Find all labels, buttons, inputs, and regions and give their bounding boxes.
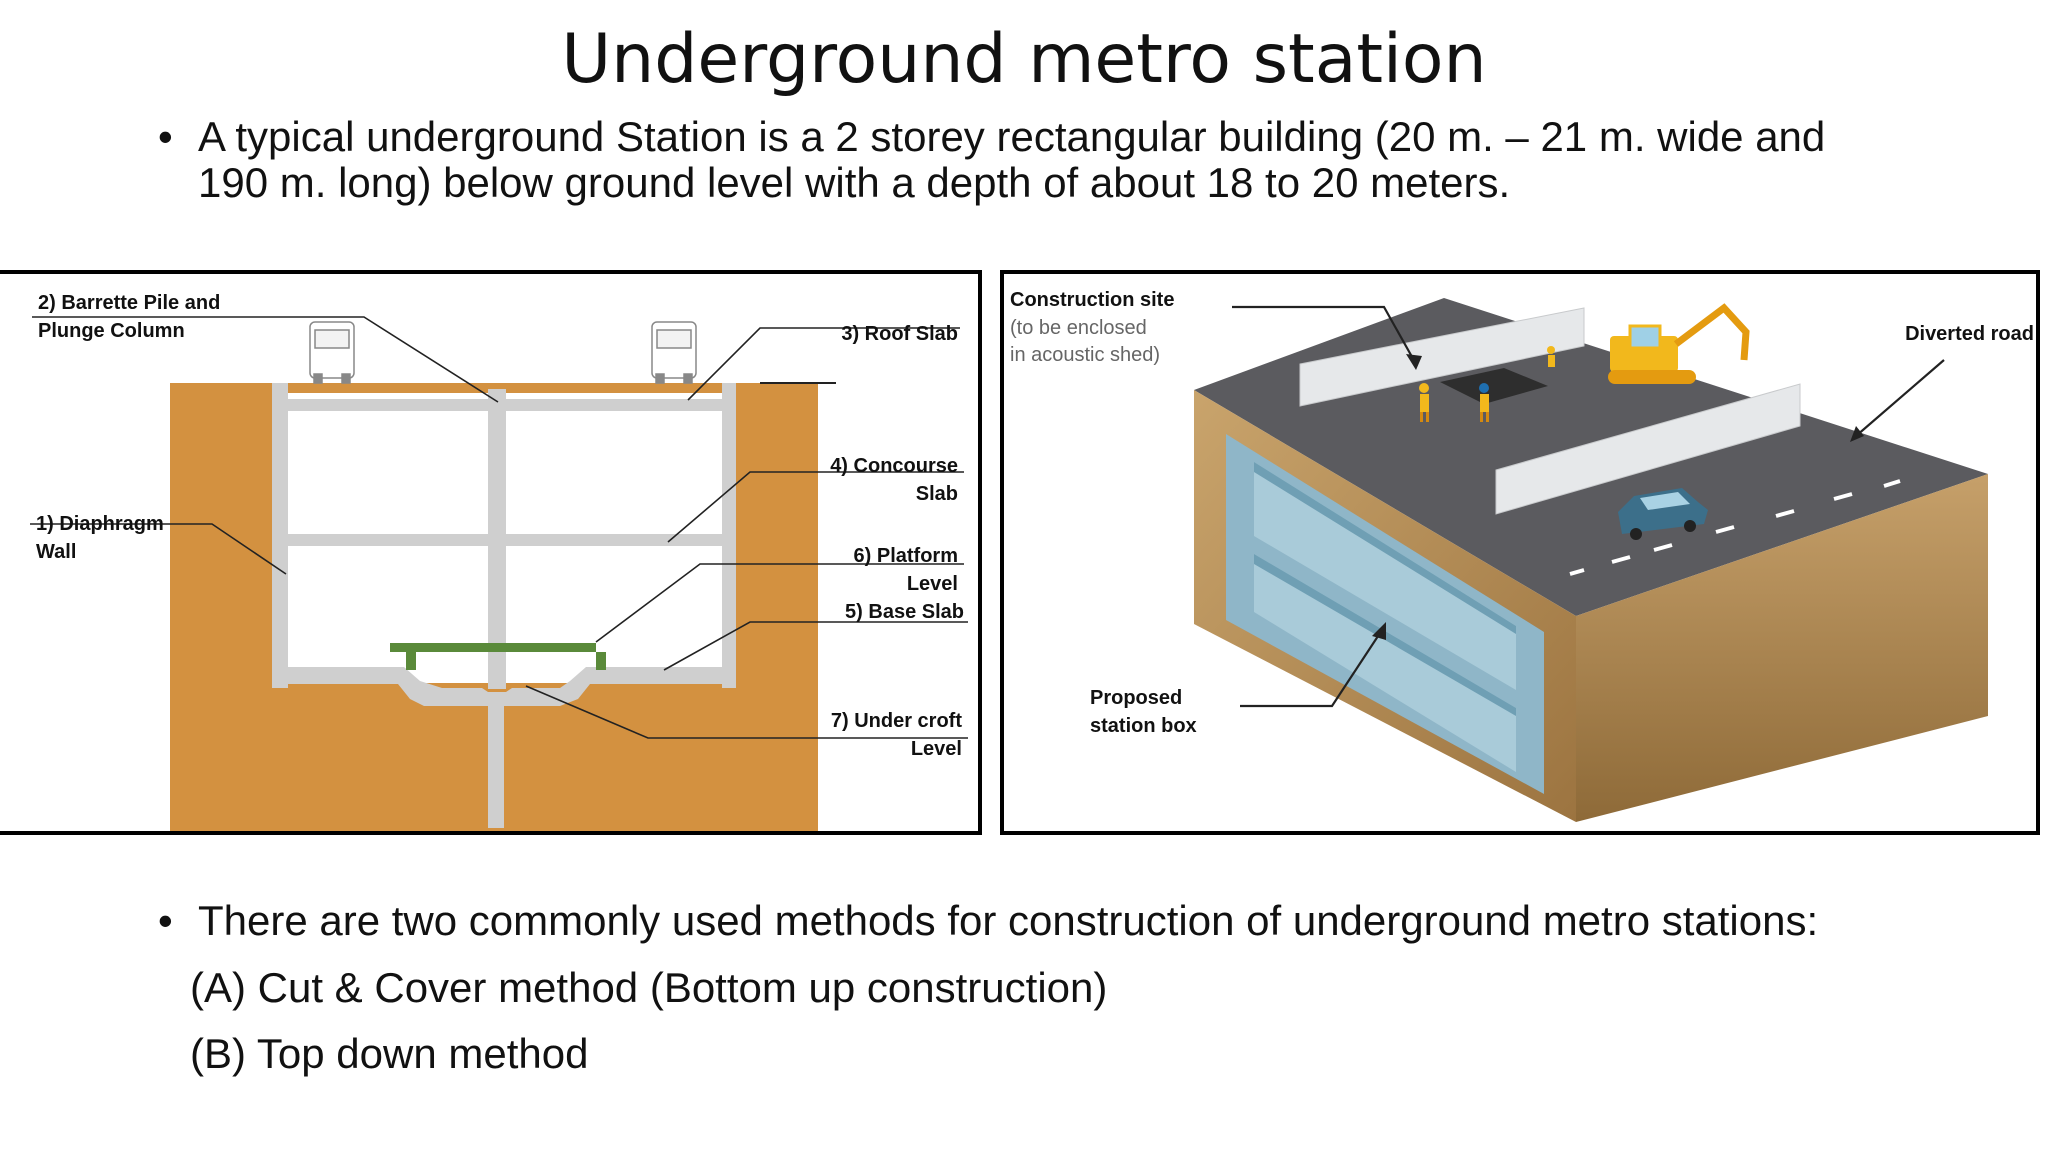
intro-line-1: A typical underground Station is a 2 sto… [198, 113, 1826, 160]
slide-title: Underground metro station [561, 20, 1487, 99]
excavator-icon [1608, 303, 1750, 384]
method-b: (B) Top down method [190, 1030, 589, 1077]
label-concourse-1: 4) Concourse [830, 455, 958, 477]
diaphragm-wall-right [722, 383, 736, 688]
label-diaphragm-1: 1) Diaphragm [36, 513, 164, 535]
label-concourse-2: Slab [916, 483, 958, 505]
intro-bullet: • A typical underground Station is a 2 s… [158, 114, 2038, 214]
acoustic-panel-1 [1299, 307, 1585, 407]
station-box-svg: Construction site (to be enclosed in aco… [1010, 289, 2034, 822]
excavation-pit [1440, 368, 1548, 404]
label-base: 5) Base Slab [845, 601, 964, 623]
leader-concourse [667, 471, 964, 543]
label-diaphragm-2: Wall [36, 541, 76, 563]
intro-line-2: 190 m. long) below ground level with a d… [198, 159, 1511, 206]
worker-icon [1419, 346, 1555, 422]
label-undercroft-2: Level [911, 738, 962, 760]
lane-markings [1569, 479, 1901, 576]
arrow-construction-site [1232, 305, 1417, 365]
label-barrette-1: 2) Barrette Pile and [38, 292, 220, 314]
bus-icon-left [309, 321, 355, 384]
label-barrette-2: Plunge Column [38, 320, 185, 342]
station-cross-section-figure: 2) Barrette Pile and Plunge Column 3) Ro… [0, 270, 982, 835]
label-platform-1: 6) Platform [854, 545, 958, 567]
methods-intro: There are two commonly used methods for … [198, 897, 1819, 944]
bullet-dot: • [158, 897, 173, 944]
cross-section-svg: 2) Barrette Pile and Plunge Column 3) Ro… [30, 292, 968, 831]
leader-roof [687, 327, 960, 401]
leader-base [663, 621, 968, 671]
label-site-note-1: (to be enclosed [1010, 317, 1147, 339]
car-icon [1618, 488, 1708, 540]
leader-undercroft [525, 685, 968, 739]
label-construction-site: Construction site [1010, 289, 1174, 311]
label-undercroft-1: 7) Under croft [831, 710, 962, 732]
methods-bullet: • There are two commonly used methods fo… [158, 898, 2038, 948]
label-roof: 3) Roof Slab [841, 323, 958, 345]
acoustic-panel-2 [1495, 383, 1801, 515]
soil-right-face [1576, 474, 1988, 822]
base-slab [272, 667, 736, 706]
diaphragm-wall-left [272, 383, 288, 688]
bus-icon-right [651, 321, 697, 384]
leader-barrette [32, 316, 499, 403]
label-proposed: Proposed [1090, 687, 1182, 709]
platform-deck [390, 643, 596, 652]
arrow-diverted-road [1855, 359, 1945, 437]
arrow-station-box [1240, 629, 1383, 708]
label-platform-2: Level [907, 573, 958, 595]
label-diverted-road: Diverted road [1905, 323, 2034, 345]
leader-platform [595, 563, 964, 643]
label-site-note-2: in acoustic shed) [1010, 344, 1160, 366]
leader-diaphragm [30, 523, 287, 575]
station-box-3d-figure: Construction site (to be enclosed in aco… [1000, 270, 2040, 835]
barrette-pile [488, 692, 504, 828]
bullet-dot: • [158, 113, 173, 160]
method-a: (A) Cut & Cover method (Bottom up constr… [190, 964, 1108, 1011]
label-station-box: station box [1090, 715, 1197, 737]
plunge-column [488, 389, 506, 689]
